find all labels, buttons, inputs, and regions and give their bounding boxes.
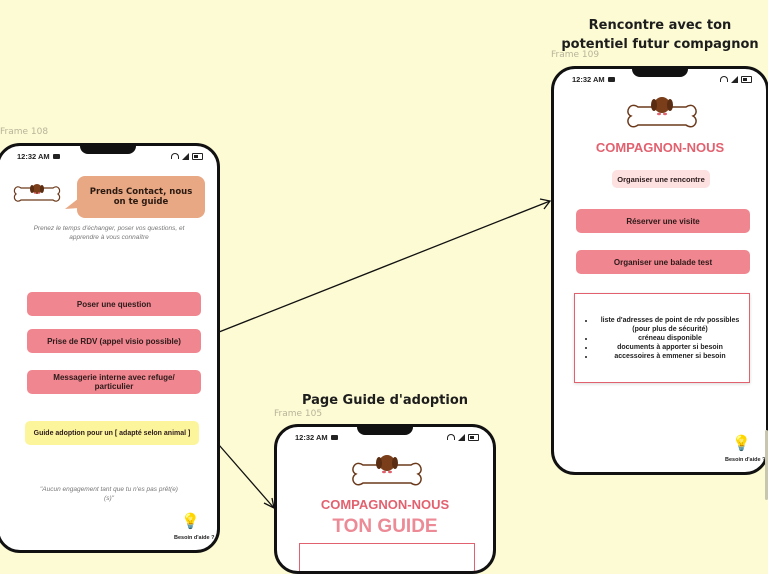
meeting-info-card: liste d'adresses de point de rdv possibl… bbox=[574, 293, 750, 383]
wifi-icon bbox=[447, 434, 455, 440]
internal-messaging-button[interactable]: Messagerie interne avec refuge/ particul… bbox=[27, 370, 201, 394]
organize-meeting-label: Organiser une rencontre bbox=[612, 170, 710, 188]
meeting-info-list: liste d'adresses de point de rdv possibl… bbox=[579, 316, 745, 361]
list-item: accessoires à emmener si besoin bbox=[595, 352, 745, 361]
bone-dog-logo bbox=[13, 184, 61, 202]
no-commitment-note: "Aucun engagement tant que tu n'es pas p… bbox=[40, 486, 178, 502]
brand-title: COMPAGNON-NOUS bbox=[595, 140, 725, 155]
phone-notch bbox=[357, 427, 413, 435]
canvas-scrollbar[interactable] bbox=[765, 430, 768, 500]
chat-icon bbox=[330, 434, 338, 440]
bone-dog-logo bbox=[352, 455, 422, 486]
wifi-icon bbox=[171, 153, 179, 159]
frame105-heading: Page Guide d'adoption bbox=[301, 393, 469, 408]
status-bar: 12:32 AM bbox=[572, 73, 752, 85]
status-time: 12:32 AM bbox=[572, 74, 605, 84]
signal-icon bbox=[182, 152, 189, 160]
frame109-heading: Rencontre avec ton potentiel futur compa… bbox=[561, 18, 759, 52]
frame-label-108: Frame 108 bbox=[0, 127, 49, 137]
help-label[interactable]: Besoin d'aide ? bbox=[725, 457, 766, 463]
signal-icon bbox=[731, 75, 738, 83]
phone-frame-109: 12:32 AM COMPAGNON-NOUS Organiser une re… bbox=[551, 66, 768, 475]
status-time: 12:32 AM bbox=[17, 151, 50, 161]
status-bar: 12:32 AM bbox=[17, 150, 203, 162]
guide-content-card bbox=[299, 543, 475, 571]
battery-icon bbox=[192, 152, 203, 160]
connector-108-to-109 bbox=[218, 200, 551, 333]
status-bar: 12:32 AM bbox=[295, 431, 479, 443]
chat-icon bbox=[607, 76, 615, 82]
trial-walk-button[interactable]: Organiser une balade test bbox=[576, 250, 750, 274]
ask-question-button[interactable]: Poser une question bbox=[27, 292, 201, 316]
contact-speech-bubble: Prends Contact, nous on te guide bbox=[77, 176, 205, 218]
battery-icon bbox=[468, 433, 479, 441]
phone-notch bbox=[80, 146, 136, 154]
chat-icon bbox=[52, 153, 60, 159]
bone-dog-logo bbox=[627, 97, 697, 128]
signal-icon bbox=[458, 433, 465, 441]
battery-icon bbox=[741, 75, 752, 83]
arrowhead-109 bbox=[539, 198, 552, 210]
status-time: 12:32 AM bbox=[295, 432, 328, 442]
help-label[interactable]: Besoin d'aide ? bbox=[174, 535, 215, 541]
list-item: créneau disponible bbox=[595, 334, 745, 343]
phone-frame-108: 12:32 AM Prends Contact, nous on te guid… bbox=[0, 143, 220, 553]
book-appointment-button[interactable]: Prise de RDV (appel visio possible) bbox=[27, 329, 201, 353]
adoption-guide-button[interactable]: Guide adoption pour un [ adapté selon an… bbox=[25, 421, 199, 445]
book-visit-button[interactable]: Réserver une visite bbox=[576, 209, 750, 233]
phone-frame-105: 12:32 AM COMPAGNON-NOUS TON GUIDE bbox=[274, 424, 496, 574]
list-item: liste d'adresses de point de rdv possibl… bbox=[595, 316, 745, 334]
frame-label-109: Frame 109 bbox=[551, 50, 600, 60]
bubble-tail bbox=[65, 198, 79, 209]
list-item: documents à apporter si besoin bbox=[595, 343, 745, 352]
contact-subtitle: Prenez le temps d'échanger, poser vos qu… bbox=[33, 225, 185, 241]
connector-108-to-105 bbox=[218, 444, 275, 509]
brand-title: COMPAGNON-NOUS bbox=[320, 497, 450, 512]
bubble-text: Prends Contact, nous on te guide bbox=[89, 187, 193, 207]
phone-notch bbox=[632, 69, 688, 77]
lightbulb-icon[interactable]: 💡 bbox=[732, 435, 751, 452]
frame-label-105: Frame 105 bbox=[274, 409, 323, 419]
arrowhead-105 bbox=[263, 497, 275, 510]
guide-title: TON GUIDE bbox=[332, 516, 438, 537]
lightbulb-icon[interactable]: 💡 bbox=[181, 513, 200, 530]
wifi-icon bbox=[720, 76, 728, 82]
